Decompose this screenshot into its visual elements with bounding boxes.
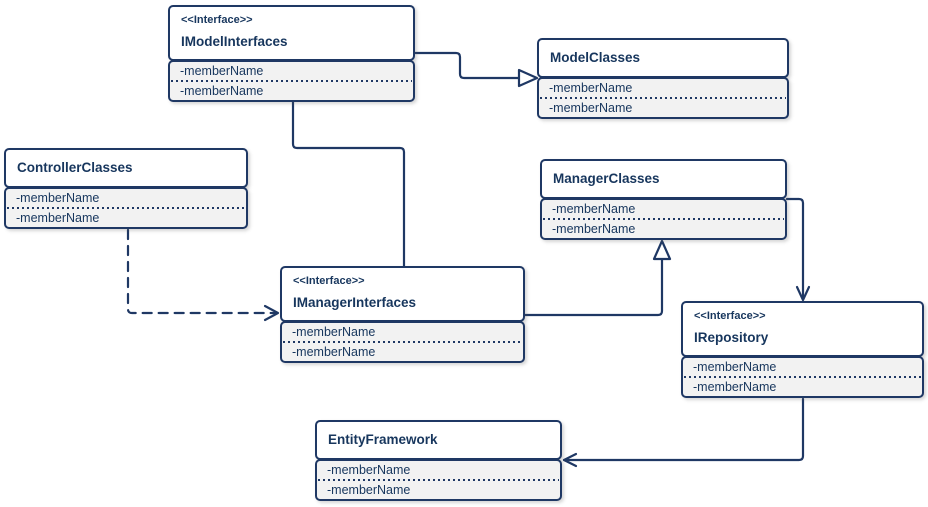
class-name: ModelClasses <box>550 50 641 65</box>
class-imodelinterfaces[interactable]: <<Interface>> IModelInterfaces -memberNa… <box>168 5 415 102</box>
class-modelclasses[interactable]: ModelClasses -memberName -memberName <box>537 38 789 119</box>
class-imanagerinterfaces[interactable]: <<Interface>> IManagerInterfaces -member… <box>280 266 525 363</box>
member-separator <box>543 218 784 220</box>
member-row: -memberName <box>16 211 100 225</box>
connector-managerclasses-irepository[interactable] <box>785 197 811 302</box>
class-members: -memberName -memberName <box>4 187 248 229</box>
member-separator <box>540 97 786 99</box>
member-row: -memberName <box>327 483 411 497</box>
member-separator <box>7 207 245 209</box>
member-row: -memberName <box>180 84 264 98</box>
member-separator <box>283 341 522 343</box>
connector-imanagerinterfaces-managerclasses[interactable] <box>523 239 672 317</box>
class-title: EntityFramework <box>315 420 562 460</box>
stereotype-label: <<Interface>> <box>694 310 766 322</box>
member-row: -memberName <box>552 202 636 216</box>
member-row: -memberName <box>327 463 411 477</box>
connector-irepository-entityframework[interactable] <box>562 397 805 468</box>
member-row: -memberName <box>180 64 264 78</box>
member-separator <box>318 479 559 481</box>
member-row: -memberName <box>549 101 633 115</box>
member-row: -memberName <box>549 81 633 95</box>
class-members: -memberName -memberName <box>540 198 787 240</box>
member-row: -memberName <box>552 222 636 236</box>
stereotype-label: <<Interface>> <box>181 14 253 26</box>
class-title: <<Interface>> IModelInterfaces <box>168 5 415 61</box>
class-members: -memberName -memberName <box>315 459 562 501</box>
class-title: ControllerClasses <box>4 148 248 188</box>
class-name: ControllerClasses <box>17 160 133 175</box>
member-row: -memberName <box>16 191 100 205</box>
stereotype-label: <<Interface>> <box>293 275 365 287</box>
class-irepository[interactable]: <<Interface>> IRepository -memberName -m… <box>681 301 924 398</box>
member-separator <box>684 376 921 378</box>
connector-imodelinterfaces-modelclasses[interactable] <box>413 51 539 88</box>
class-title: ManagerClasses <box>540 159 787 199</box>
member-row: -memberName <box>292 345 376 359</box>
class-name: ManagerClasses <box>553 171 660 186</box>
class-title: <<Interface>> IRepository <box>681 301 924 357</box>
class-name: IManagerInterfaces <box>293 295 417 310</box>
class-controllerclasses[interactable]: ControllerClasses -memberName -memberNam… <box>4 148 248 229</box>
connector-controllerclasses-imanagerinterfaces[interactable] <box>126 228 280 322</box>
class-members: -memberName -memberName <box>280 321 525 363</box>
class-members: -memberName -memberName <box>681 356 924 398</box>
connector-imodelinterfaces-imanagerinterfaces[interactable] <box>291 100 406 268</box>
class-members: -memberName -memberName <box>168 60 415 102</box>
member-row: -memberName <box>693 380 777 394</box>
class-name: IModelInterfaces <box>181 34 288 49</box>
class-entityframework[interactable]: EntityFramework -memberName -memberName <box>315 420 562 501</box>
class-title: <<Interface>> IManagerInterfaces <box>280 266 525 322</box>
class-name: EntityFramework <box>328 432 438 447</box>
member-row: -memberName <box>292 325 376 339</box>
class-managerclasses[interactable]: ManagerClasses -memberName -memberName <box>540 159 787 240</box>
class-members: -memberName -memberName <box>537 77 789 119</box>
class-name: IRepository <box>694 330 769 345</box>
member-separator <box>171 80 412 82</box>
class-title: ModelClasses <box>537 38 789 78</box>
member-row: -memberName <box>693 360 777 374</box>
